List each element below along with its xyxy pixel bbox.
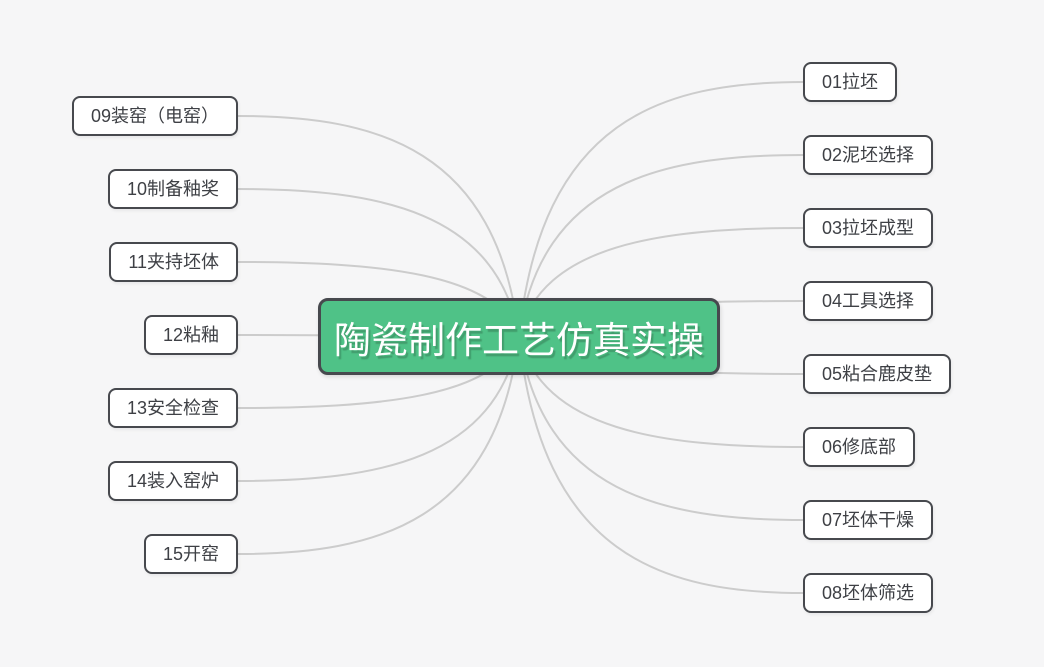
subtopic-label: 03拉坯成型 <box>822 218 915 238</box>
subtopic-node[interactable]: 06修底部 <box>803 427 916 467</box>
subtopic-label: 02泥坯选择 <box>822 145 915 165</box>
connector-line <box>237 335 520 555</box>
subtopic-label: 13安全检查 <box>126 398 219 418</box>
subtopic-node[interactable]: 04工具选择 <box>803 281 934 321</box>
subtopic-label: 01拉坯 <box>822 72 879 92</box>
subtopic-label: 12粘釉 <box>162 325 219 345</box>
connector-line <box>518 335 804 594</box>
subtopic-node[interactable]: 08坯体筛选 <box>803 573 934 613</box>
subtopic-label: 09装窑（电窑） <box>90 106 219 126</box>
subtopic-label: 04工具选择 <box>822 291 915 311</box>
subtopic-node[interactable]: 05粘合鹿皮垫 <box>803 354 952 394</box>
subtopic-node[interactable]: 03拉坯成型 <box>803 208 934 248</box>
subtopic-node[interactable]: 02泥坯选择 <box>803 135 934 175</box>
subtopic-node[interactable]: 01拉坯 <box>803 62 898 102</box>
subtopic-node[interactable]: 14装入窑炉 <box>107 461 238 501</box>
connector-line <box>518 154 804 337</box>
central-topic-label: 陶瓷制作工艺仿真实操 <box>334 319 704 361</box>
subtopic-label: 08坯体筛选 <box>822 583 915 603</box>
subtopic-label: 05粘合鹿皮垫 <box>822 364 933 384</box>
subtopic-label: 10制备釉奖 <box>126 179 219 199</box>
subtopic-node[interactable]: 15开窑 <box>143 534 238 574</box>
connector-line <box>237 115 520 337</box>
subtopic-label: 11夹持坯体 <box>128 252 219 272</box>
subtopic-node[interactable]: 10制备釉奖 <box>107 169 238 209</box>
subtopic-label: 06修底部 <box>822 437 897 457</box>
connector-line <box>518 335 804 521</box>
subtopic-node[interactable]: 12粘釉 <box>143 315 238 355</box>
subtopic-label: 14装入窑炉 <box>126 471 219 491</box>
subtopic-node[interactable]: 09装窑（电窑） <box>71 96 238 136</box>
central-topic-node[interactable]: 陶瓷制作工艺仿真实操 <box>318 298 720 375</box>
subtopic-node[interactable]: 07坯体干燥 <box>803 500 934 540</box>
connector-line <box>237 335 520 482</box>
connector-line <box>237 188 520 337</box>
subtopic-label: 15开窑 <box>162 544 219 564</box>
subtopic-node[interactable]: 11夹持坯体 <box>109 242 238 282</box>
subtopic-node[interactable]: 13安全检查 <box>107 388 238 428</box>
connector-line <box>518 81 804 337</box>
subtopic-label: 07坯体干燥 <box>822 510 915 530</box>
